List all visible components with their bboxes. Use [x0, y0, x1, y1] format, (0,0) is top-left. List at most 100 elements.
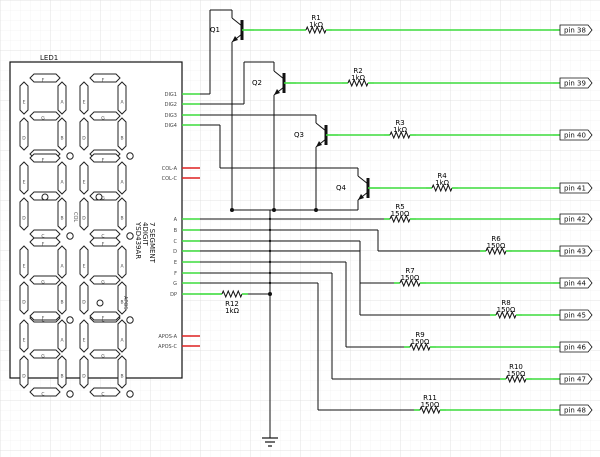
resistor-r12[interactable] — [216, 289, 248, 299]
pin-box — [559, 77, 593, 89]
segment-a — [57, 81, 67, 115]
junction-dot — [272, 208, 276, 212]
segment-letter: A — [120, 338, 124, 344]
pin-label: pin 42 — [564, 216, 586, 224]
resistor-zigzag — [221, 289, 243, 299]
pin-connector[interactable]: pin 43 — [553, 245, 593, 257]
crossing — [268, 228, 272, 232]
resistor-ref: R5 — [395, 203, 404, 211]
segment-letter: D — [22, 300, 26, 306]
led-pin-label: COL-C — [162, 176, 178, 182]
pin-connector[interactable]: pin 42 — [553, 213, 593, 225]
segment-letter: G — [101, 280, 105, 286]
pin-label: pin 46 — [564, 344, 587, 352]
segment-d — [79, 355, 89, 389]
segment-e — [19, 161, 29, 195]
resistor-zigzag — [389, 130, 411, 140]
pin-label: pin 47 — [564, 376, 586, 384]
segment-letter: B — [60, 136, 63, 142]
led-body — [9, 61, 183, 379]
pin-connector[interactable]: pin 39 — [553, 77, 593, 89]
decimal-point — [66, 390, 74, 398]
pin-label: pin 40 — [564, 132, 586, 140]
segment-letter: E — [23, 338, 26, 344]
segment-letter: D — [82, 216, 86, 222]
pin-connector[interactable]: pin 46 — [553, 341, 593, 353]
segment-e — [79, 245, 89, 279]
pin-label: pin 41 — [564, 185, 586, 193]
segment-letter: F — [102, 158, 105, 164]
resistor-ref: R12 — [225, 300, 239, 308]
segment-letter: A — [120, 100, 124, 106]
pin-connector[interactable]: pin 41 — [553, 182, 593, 194]
resistor-value: 150Ω — [487, 242, 506, 250]
resistor-zigzag — [347, 78, 369, 88]
resistor-r1[interactable] — [300, 25, 332, 35]
led-pin-label: DIG1 — [165, 92, 177, 98]
resistor-r10[interactable] — [500, 374, 532, 384]
segment-letter: D — [22, 136, 26, 142]
decimal-point — [126, 232, 134, 240]
resistor-r2[interactable] — [342, 78, 374, 88]
segment-letter: C — [101, 234, 104, 240]
led-pin-label: APOS-A — [158, 334, 177, 340]
resistor-r5[interactable] — [384, 214, 416, 224]
pin-connector[interactable]: pin 48 — [553, 404, 593, 416]
pin-connector[interactable]: pin 45 — [553, 309, 593, 321]
resistor-value: 1kΩ — [351, 74, 366, 82]
segment-letter: D — [22, 216, 26, 222]
segment-letter: D — [82, 300, 86, 306]
segment-letter: F — [42, 78, 45, 84]
segment-f — [89, 311, 121, 321]
pin-label: pin 44 — [564, 280, 587, 288]
segment-b — [117, 355, 127, 389]
segment-letter: B — [120, 136, 123, 142]
resistor-value: 1kΩ — [393, 126, 408, 134]
transistor-q3[interactable] — [315, 122, 338, 148]
segment-letter: G — [41, 354, 45, 360]
crossing — [268, 249, 272, 253]
segment-letter: E — [83, 180, 86, 186]
resistor-r9[interactable] — [404, 342, 436, 352]
resistor-zigzag — [409, 342, 431, 352]
resistor-r3[interactable] — [384, 130, 416, 140]
resistor-r6[interactable] — [480, 246, 512, 256]
colon-dot — [41, 193, 49, 201]
ground-symbol — [262, 437, 278, 447]
segment-c — [89, 229, 121, 239]
segment-g — [89, 191, 121, 201]
pin-label: pin 43 — [564, 248, 586, 256]
segment-d — [79, 281, 89, 315]
segment-f — [29, 311, 61, 321]
junction-dot — [268, 292, 272, 296]
transistor-q1[interactable] — [231, 17, 254, 43]
led-pin-label: COL-A — [162, 166, 178, 172]
pin-connector[interactable]: pin 38 — [553, 24, 593, 36]
pin-connector[interactable]: pin 47 — [553, 373, 593, 385]
pin-box — [559, 245, 593, 257]
transistor-q2[interactable] — [273, 70, 296, 96]
segment-b — [57, 117, 67, 151]
led-module[interactable]: LED1 ABCDEFGABCDEFGABCDEFGABCDEFGABCDEFG… — [9, 54, 200, 398]
segment-letter: F — [42, 242, 45, 248]
transistor-q4[interactable] — [357, 175, 380, 201]
pin-connector[interactable]: pin 40 — [553, 129, 593, 141]
segment-letter: G — [101, 116, 105, 122]
segment-letter: F — [102, 316, 105, 322]
segment-b — [57, 355, 67, 389]
pin-label: pin 39 — [564, 80, 586, 88]
led-pin-label: APOS-C — [158, 344, 177, 350]
led-pin-label: DIG4 — [165, 123, 177, 129]
pin-connector[interactable]: pin 44 — [553, 277, 593, 289]
resistor-r4[interactable] — [426, 183, 458, 193]
segment-letter: A — [120, 180, 124, 186]
resistor-zigzag — [399, 278, 421, 288]
resistor-r11[interactable] — [414, 405, 446, 415]
led-pin-label: C — [174, 239, 178, 245]
segment-letter: A — [60, 264, 64, 270]
segment-c — [29, 387, 61, 397]
output-pins: pin 38 pin 39 pin 40 pin 41 pin 42 pin 43 pin … — [553, 24, 593, 416]
resistor-value: 150Ω — [507, 370, 526, 378]
resistor-r8[interactable] — [490, 310, 522, 320]
resistor-r7[interactable] — [394, 278, 426, 288]
